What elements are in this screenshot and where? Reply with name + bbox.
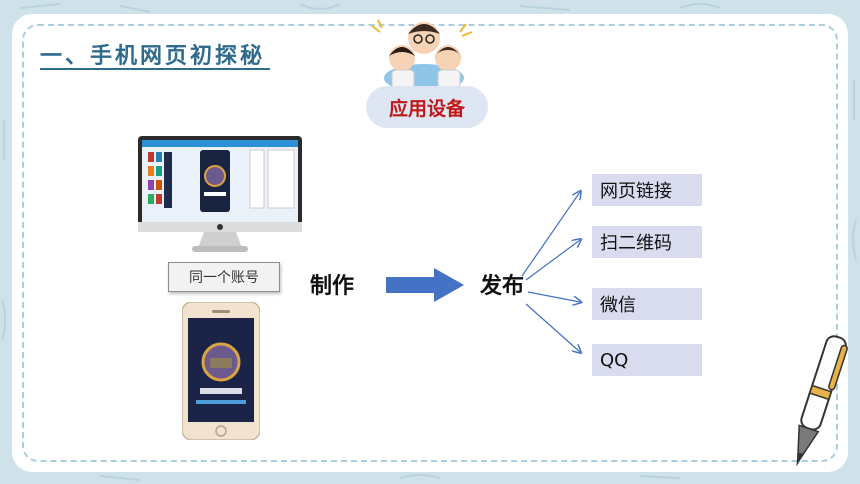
devices-badge: 应用设备 [366, 86, 488, 128]
option-qr-code: 扫二维码 [592, 226, 702, 258]
make-label: 制作 [310, 274, 355, 299]
section-title: 一、手机网页初探秘 [40, 43, 266, 69]
smartphone-icon [182, 302, 260, 440]
arrow-right-icon [386, 268, 464, 302]
pen-icon [796, 335, 848, 467]
cartoon-kids-icon [371, 19, 473, 92]
desktop-monitor-icon [138, 136, 302, 252]
account-label-box: 同一个账号 [168, 262, 280, 292]
option-web-link: 网页链接 [592, 174, 702, 206]
option-qq: QQ [592, 344, 702, 376]
title-underline [40, 68, 270, 70]
publish-label: 发布 [480, 274, 525, 299]
option-wechat: 微信 [592, 288, 702, 320]
